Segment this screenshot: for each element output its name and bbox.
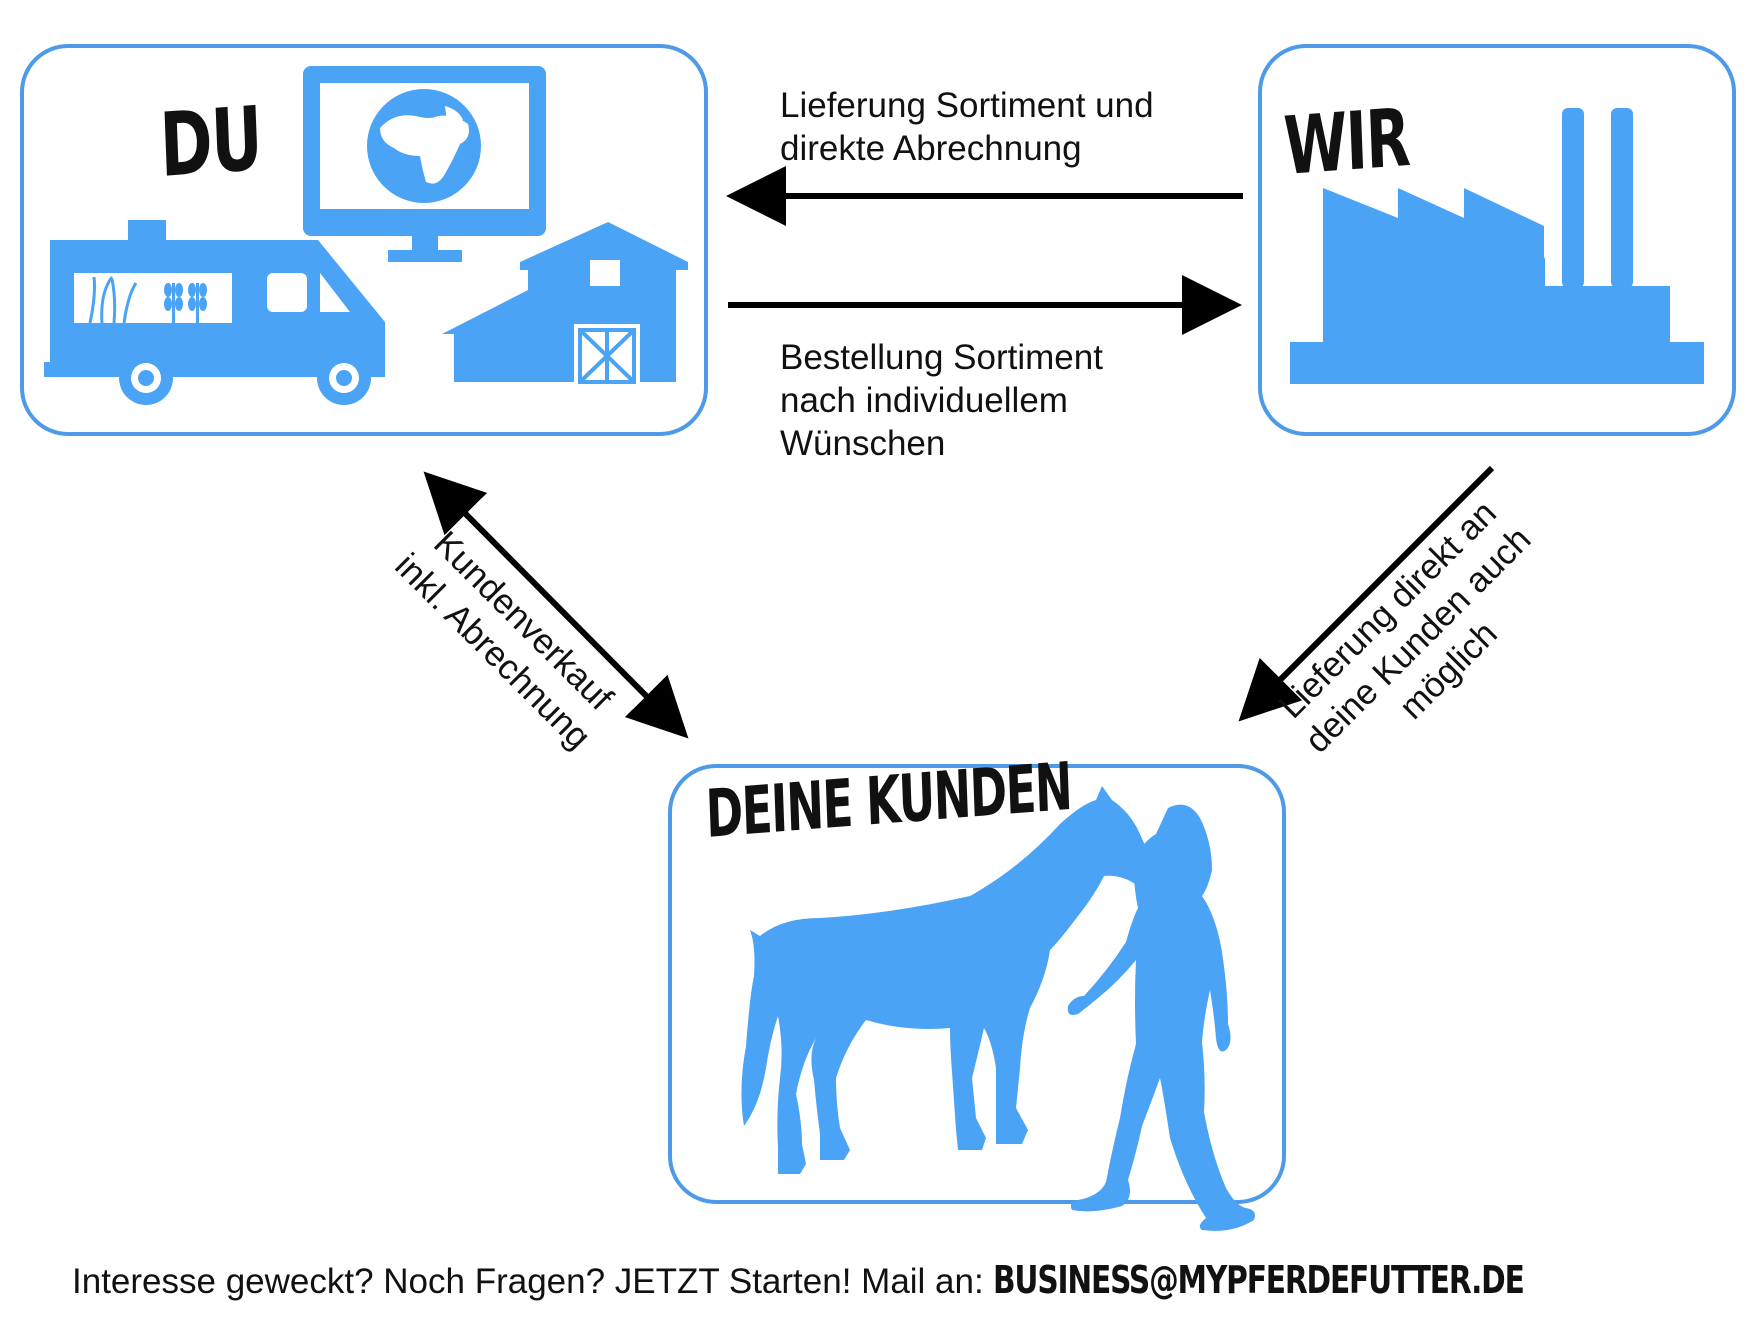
horse-icon [741, 786, 1166, 1174]
edge-label-line: direkte Abrechnung [780, 129, 1082, 168]
footer: Interesse geweckt? Noch Fragen? JETZT St… [72, 1258, 1674, 1302]
edge-label-line: Bestellung Sortiment [780, 338, 1103, 377]
node-du-title: DU [158, 86, 263, 197]
edge-label-du-to-wir: Bestellung Sortiment nach individuellem … [780, 336, 1103, 465]
barn-icon [442, 222, 688, 384]
arrow-du-kunden [423, 471, 689, 739]
edge-label-wir-to-du: Lieferung Sortiment und direkte Abrechnu… [780, 84, 1154, 170]
footer-text: Interesse geweckt? Noch Fragen? JETZT St… [72, 1262, 994, 1301]
footer-email-link[interactable]: BUSINESS@MYPFERDEFUTTER.DE [993, 1258, 1525, 1302]
van-icon [44, 220, 385, 405]
factory-icon [1290, 108, 1704, 384]
woman-icon [1067, 804, 1255, 1231]
edge-label-line: Lieferung Sortiment und [780, 86, 1154, 125]
edge-label-line: nach individuellem [780, 381, 1068, 420]
node-wir-title: WIR [1282, 90, 1411, 193]
edge-label-line: Wünschen [780, 424, 946, 463]
arrow-wir-to-kunden [1238, 465, 1495, 722]
monitor-globe-icon [303, 66, 546, 262]
